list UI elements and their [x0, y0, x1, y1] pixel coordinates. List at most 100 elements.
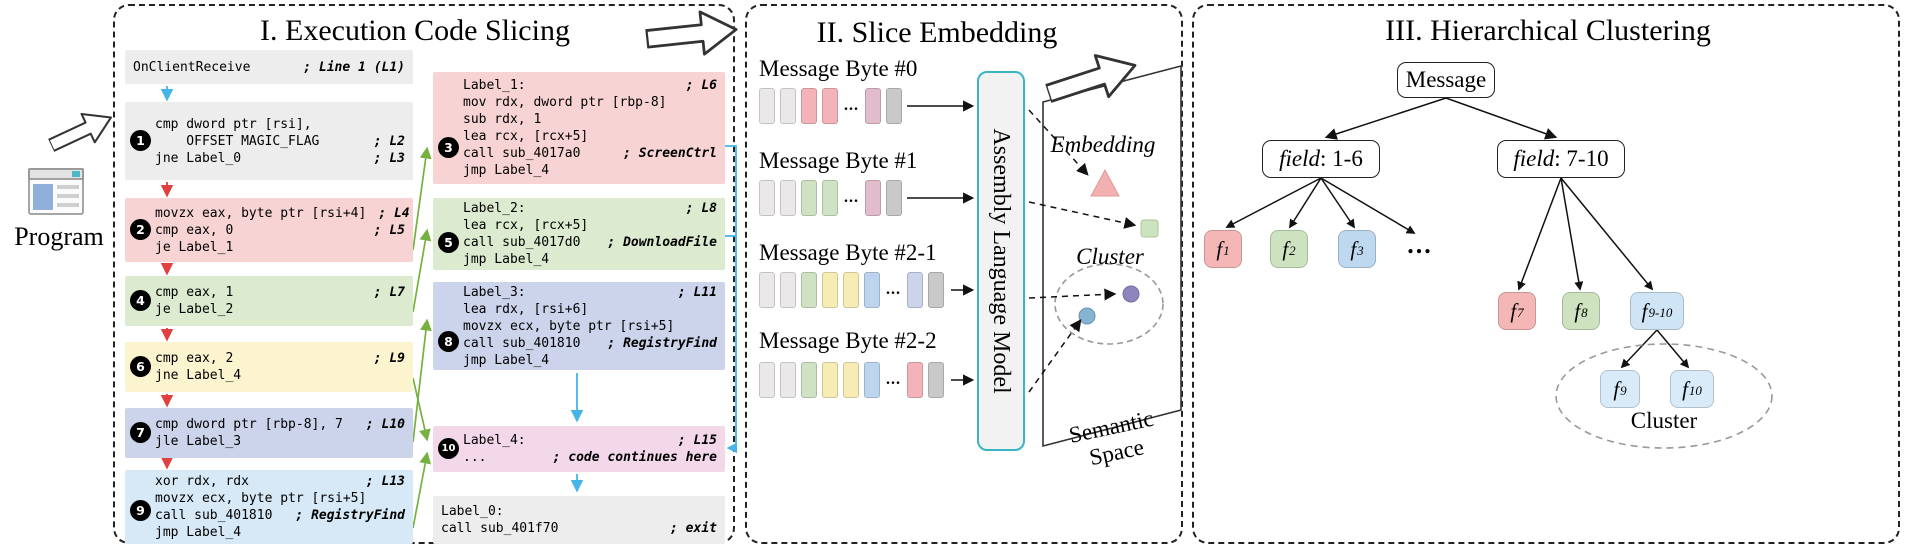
code-text: movzx ecx, byte ptr [rsi+5] — [155, 491, 367, 506]
code-line: jmp Label_4 — [463, 251, 717, 268]
code-comment: ; L6 — [685, 78, 717, 93]
assembly-language-model-label: Assembly Language Model — [988, 128, 1015, 394]
code-text: lea rcx, [rcx+5] — [463, 218, 589, 233]
code-text: movzx eax, byte ptr [rsi+4] — [155, 205, 367, 221]
code-text: jle Label_3 — [155, 434, 242, 449]
code-line: movzx eax, byte ptr [rsi+4]; L4 — [155, 205, 410, 222]
flow-arrow-slicing-to-embedding — [644, 10, 738, 56]
byte-cell — [780, 180, 796, 216]
byte-cell — [822, 362, 838, 398]
byte-cell — [801, 272, 817, 308]
byte-cell — [759, 88, 775, 124]
byte-cell — [759, 272, 775, 308]
code-comment: ; L7 — [373, 285, 405, 300]
byte-cell — [822, 88, 838, 124]
program-label: Program — [14, 222, 104, 251]
leaf-subscript: 9-10 — [1648, 305, 1673, 320]
leaf-subscript: 7 — [1517, 305, 1524, 320]
byte-cell — [843, 362, 859, 398]
code-line: Label_0: — [441, 503, 717, 520]
semantic-space-label: Semantic Space — [1066, 405, 1156, 471]
code-text: je Label_2 — [155, 302, 234, 317]
byte-cell — [907, 362, 923, 398]
code-comment: ; L5 — [373, 222, 405, 238]
step-badge-10: 10 — [438, 438, 459, 459]
code-comment: ; L10 — [365, 417, 405, 432]
code-comment: ; L9 — [373, 351, 405, 366]
embedding-square — [1140, 219, 1159, 238]
step-badge-5: 5 — [438, 232, 459, 253]
code-text: movzx ecx, byte ptr [rsi+5] — [463, 318, 675, 334]
assembly-language-model-box: Assembly Language Model — [977, 71, 1025, 451]
message-byte-cells: ... — [759, 272, 944, 308]
code-text: Label_3: — [463, 284, 526, 300]
code-line: jmp Label_4 — [463, 352, 717, 369]
byte-cell — [801, 362, 817, 398]
program-window-icon — [28, 168, 84, 215]
code-line: je Label_1 — [155, 239, 405, 256]
byte-cell — [801, 88, 817, 124]
code-line: jmp Label_4 — [155, 524, 405, 541]
tree-leaves-ellipsis: ... — [1407, 230, 1433, 259]
step-badge-4: 4 — [130, 290, 151, 311]
byte-ellipsis: ... — [844, 97, 859, 114]
code-line: cmp eax, 0; L5 — [155, 222, 405, 239]
leaf-base: f — [1282, 236, 1289, 261]
embedding-label: Embedding — [1050, 132, 1156, 157]
code-text: sub rdx, 1 — [463, 112, 542, 127]
byte-cell — [780, 362, 796, 398]
code-text: Label_2: — [463, 201, 526, 216]
code-text: ... — [463, 450, 487, 465]
code-text: cmp dword ptr [rbp-8], 7 — [155, 417, 343, 432]
cluster-label-embedding: Cluster — [1076, 244, 1144, 269]
byte-cell — [865, 88, 881, 124]
field-range: : 7-10 — [1554, 146, 1609, 171]
code-line: Label_3:; L11 — [463, 284, 717, 301]
code-text: mov rdx, dword ptr [rbp-8] — [463, 95, 667, 110]
embedding-dot-blue — [1078, 307, 1096, 325]
code-text: jne Label_4 — [155, 368, 242, 383]
code-block: OnClientReceive; Line 1 (L1) — [125, 50, 413, 84]
byte-ellipsis: ... — [886, 281, 901, 298]
byte-cell — [928, 272, 944, 308]
code-text: jmp Label_4 — [155, 525, 242, 540]
leaf-subscript: 1 — [1223, 243, 1230, 258]
step-badge-1: 1 — [130, 130, 151, 151]
code-text: xor rdx, rdx — [155, 474, 249, 489]
leaf-subscript: 2 — [1289, 243, 1296, 258]
code-line: jmp Label_4 — [463, 162, 717, 179]
code-block: cmp eax, 1 ; L7 je Label_2 4 — [125, 276, 413, 326]
code-line: mov rdx, dword ptr [rbp-8] — [463, 94, 717, 111]
code-text: je Label_1 — [155, 239, 234, 255]
leaf-base: f — [1613, 376, 1620, 401]
tree-node-field-7-10: field: 7-10 — [1497, 140, 1625, 178]
step-badge-9: 9 — [130, 500, 151, 521]
panel-hierarchical-clustering: III. Hierarchical Clustering Message fie… — [1192, 4, 1900, 544]
leaf-base: f — [1216, 236, 1223, 261]
code-line: ...; code continues here — [463, 449, 717, 466]
panel1-title: I. Execution Code Slicing — [260, 14, 570, 47]
code-text: jmp Label_4 — [463, 163, 550, 178]
cluster-label-tree: Cluster — [1630, 408, 1698, 433]
byte-cell — [907, 272, 923, 308]
leaf-subscript: 3 — [1357, 243, 1364, 258]
byte-cell — [864, 362, 880, 398]
field-word: field — [1279, 146, 1321, 171]
leaf-base: f — [1510, 298, 1517, 323]
branch-arrows-green — [412, 146, 432, 529]
byte-cell — [822, 180, 838, 216]
code-comment: ; L2 — [373, 133, 405, 149]
message-byte-cells: ... — [759, 362, 944, 398]
byte-cell — [759, 362, 775, 398]
code-text: cmp eax, 1 — [155, 285, 234, 300]
field-range: : 1-6 — [1320, 146, 1363, 171]
field-word: field — [1513, 146, 1555, 171]
code-text: jmp Label_4 — [463, 252, 550, 267]
code-line: Label_4:; L15 — [463, 432, 717, 449]
